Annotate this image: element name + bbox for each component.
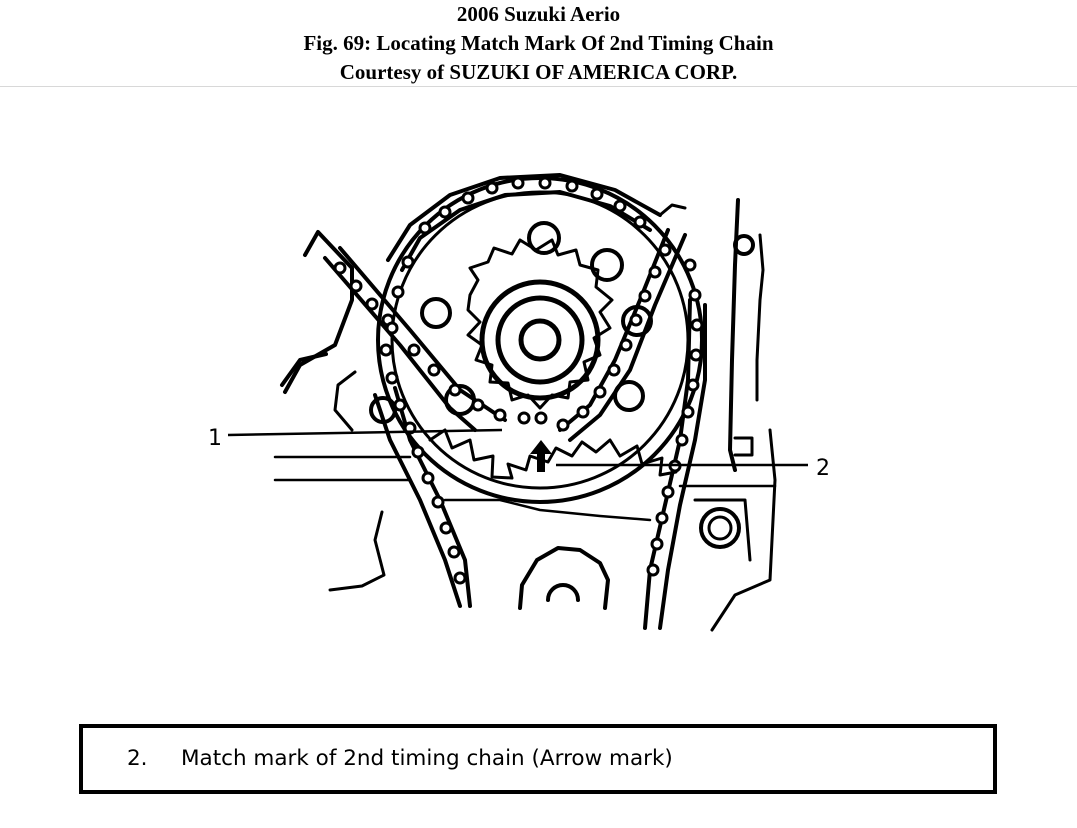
figure-caption: Fig. 69: Locating Match Mark Of 2nd Timi…: [303, 31, 774, 55]
timing-chain-diagram: 1 2: [0, 87, 1077, 707]
document-title: 2006 Suzuki Aerio: [456, 2, 621, 26]
legend-item-text: Match mark of 2nd timing chain (Arrow ma…: [181, 746, 673, 771]
page-header: 2006 Suzuki Aerio Fig. 69: Locating Matc…: [0, 0, 1077, 87]
match-mark-arrow: [530, 440, 552, 472]
legend-box: 2. Match mark of 2nd timing chain (Arrow …: [79, 724, 997, 794]
courtesy-line: Courtesy of SUZUKI OF AMERICA CORP.: [339, 60, 738, 84]
legend-item: 2. Match mark of 2nd timing chain (Arrow …: [127, 746, 673, 771]
legend-item-number: 2.: [127, 746, 148, 771]
callout-1-label: 1: [208, 426, 222, 451]
callout-1-leader: [227, 428, 503, 437]
callout-2-label: 2: [816, 456, 830, 481]
timing-chain-illustration: 1 2: [208, 173, 830, 632]
